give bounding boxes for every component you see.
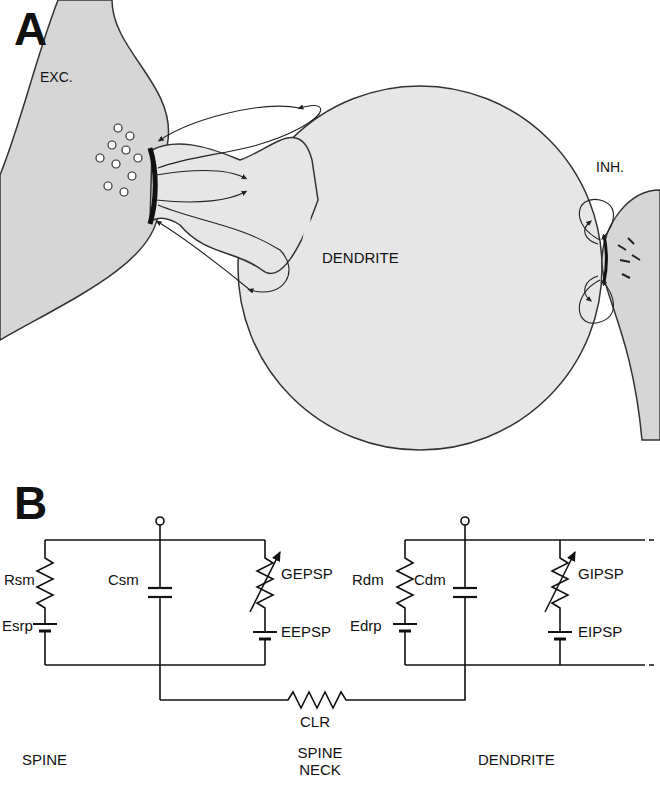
component-label: EEPSP (281, 624, 331, 641)
component-label: EIPSP (578, 624, 622, 641)
compartment-label: SPINE (22, 752, 67, 769)
region-label: DENDRITE (322, 250, 399, 267)
component-label: Rdm (352, 572, 384, 589)
panel-letter: A (14, 4, 47, 55)
compartment-label: SPINE NECK (275, 745, 365, 778)
compartment-label: DENDRITE (478, 752, 555, 769)
component-label: GEPSP (281, 566, 333, 583)
component-label: GIPSP (578, 566, 624, 583)
component-label: Cdm (414, 572, 446, 589)
panel-letter: B (14, 478, 47, 529)
component-label: CLR (300, 714, 330, 731)
panel-a-illustration (0, 0, 660, 450)
terminal-label: INH. (596, 160, 624, 175)
component-label: Rsm (4, 572, 35, 589)
terminal-label: EXC. (40, 70, 73, 85)
inhibitory-vesicles (618, 238, 640, 278)
component-label: Edrp (350, 618, 382, 635)
excitatory-cleft (150, 148, 155, 224)
component-label: Esrp (2, 618, 33, 635)
inhibitory-cleft (604, 235, 606, 282)
current-loops (156, 105, 614, 323)
component-label: Csm (108, 572, 139, 589)
equivalent-circuit (33, 517, 658, 708)
synaptic-vesicles (96, 124, 142, 196)
